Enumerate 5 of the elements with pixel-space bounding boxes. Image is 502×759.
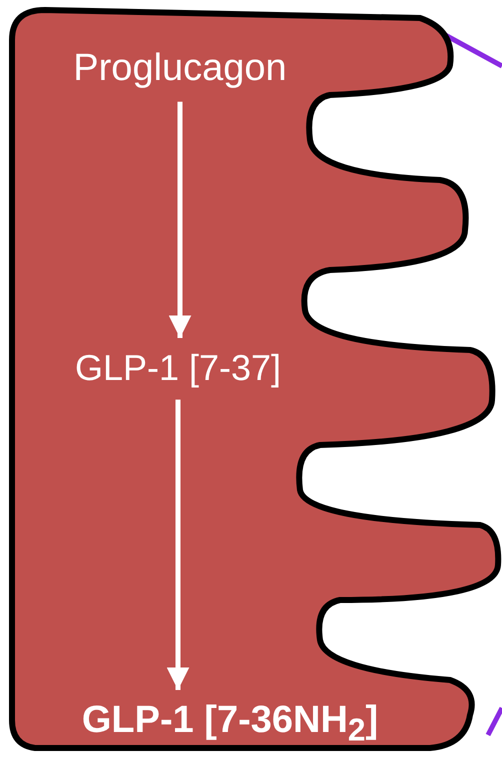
arrow (168, 102, 192, 338)
arrow (166, 400, 190, 690)
molecule-label: GLP-1 [7-37] (74, 348, 282, 388)
molecule-label: GLP-1 [7-36NH$_{2}$] (82, 700, 378, 748)
molecule-label: Proglucagon (73, 48, 287, 90)
